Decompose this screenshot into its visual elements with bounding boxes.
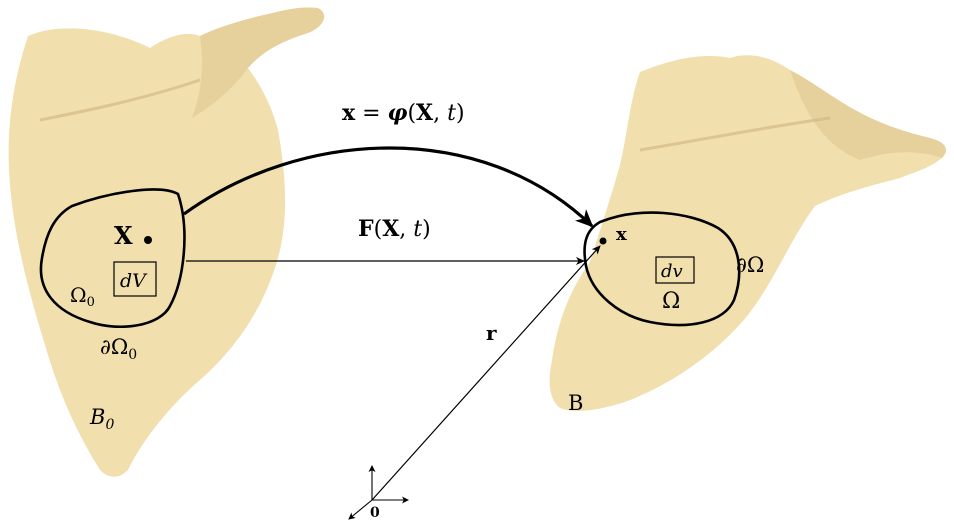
origin-axes — [348, 465, 409, 520]
current-boundary-label: ∂Ω — [736, 253, 764, 277]
current-point-label: x — [616, 224, 627, 245]
current-volume-element-box — [655, 256, 695, 284]
reference-point-marker — [144, 236, 152, 244]
current-point-marker — [599, 237, 607, 245]
current-bone-shading — [790, 70, 946, 160]
mapping-arrow — [183, 146, 594, 228]
current-body-label: B — [568, 391, 583, 415]
mapping-equation-label: x = φ(X, t) — [342, 100, 465, 126]
current-domain-label: Ω — [662, 289, 680, 314]
current-volume-label: dv — [661, 261, 683, 282]
deformation-gradient-label: F(X, t) — [358, 216, 431, 242]
reference-subregion-outline — [39, 188, 186, 329]
current-bone-ridge — [639, 116, 831, 152]
current-bone — [549, 55, 946, 411]
current-bone-body — [549, 55, 946, 411]
reference-bone-ridge — [39, 78, 201, 122]
reference-body-label: B0 — [89, 405, 114, 433]
reference-bone — [8, 7, 325, 477]
current-subregion-outline — [583, 211, 741, 327]
reference-volume-label: dV — [120, 270, 148, 292]
reference-point-label: X — [114, 221, 133, 250]
origin-label: 0 — [370, 505, 380, 521]
reference-bone-shading — [192, 7, 325, 119]
reference-domain-label: Ω0 — [70, 283, 95, 310]
reference-volume-element-box — [113, 261, 157, 297]
position-vector-arrow — [371, 245, 601, 501]
reference-bone-body — [8, 7, 325, 477]
position-vector-label: r — [486, 321, 497, 345]
reference-boundary-label: ∂Ω0 — [100, 335, 137, 363]
